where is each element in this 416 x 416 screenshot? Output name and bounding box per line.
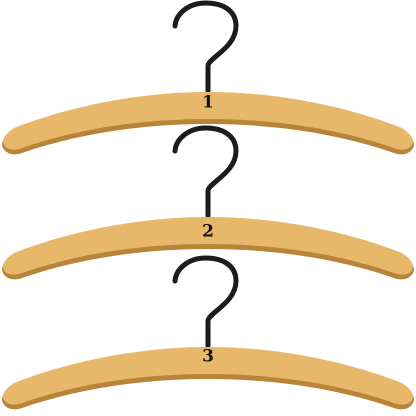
hanger-2-hook-icon xyxy=(172,125,239,219)
hanger-2-bar xyxy=(3,217,413,275)
hanger-3-number: 3 xyxy=(202,347,214,367)
hanger-3[interactable]: 3 xyxy=(2,255,414,410)
hanger-3-bar xyxy=(3,347,413,405)
hanger-1[interactable]: 1 xyxy=(2,0,414,155)
hanger-2[interactable]: 2 xyxy=(2,125,414,280)
hanger-3-hook-icon xyxy=(172,255,239,349)
hanger-2-number: 2 xyxy=(202,222,214,242)
hanger-1-bar xyxy=(3,92,413,150)
hanger-1-number: 1 xyxy=(202,93,214,113)
hanger-1-hook-icon xyxy=(172,0,239,94)
